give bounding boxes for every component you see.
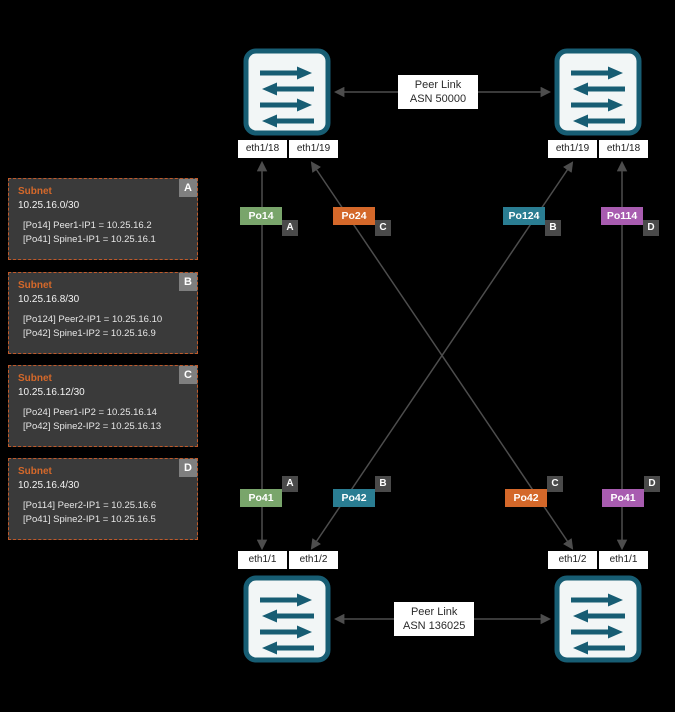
link-badge: A (282, 220, 298, 236)
subnet-title: Subnet (18, 373, 52, 384)
po-label: Po42 (505, 489, 547, 507)
eth-label: eth1/2 (289, 551, 338, 569)
eth-label: eth1/19 (548, 140, 597, 158)
switch-icon-peer1 (243, 48, 331, 136)
peer-link-label-bottom: Peer Link ASN 136025 (394, 602, 475, 636)
link-badge: C (375, 220, 391, 236)
po-label: Po124 (503, 207, 545, 225)
peer-link-title: Peer Link (410, 606, 458, 618)
eth-label: eth1/1 (599, 551, 648, 569)
subnet-entry: [Po114] Peer2-IP1 = 10.25.16.6 (23, 500, 157, 511)
subnet-title: Subnet (18, 186, 52, 197)
subnet-title: Subnet (18, 466, 52, 477)
subnet-cidr: 10.25.16.0/30 (18, 200, 80, 211)
subnet-entry: [Po24] Peer1-IP2 = 10.25.16.14 (23, 407, 157, 418)
link-badge: B (545, 220, 561, 236)
interface-labels-peer1: eth1/18 eth1/19 (238, 140, 338, 158)
switch-icon-peer2 (554, 48, 642, 136)
port-channel-po114: Po114 D (601, 206, 659, 236)
eth-label: eth1/19 (289, 140, 338, 158)
subnet-entry: [Po42] Spine2-IP2 = 10.25.16.13 (23, 421, 162, 432)
subnet-card-d: D Subnet 10.25.16.4/30 [Po114] Peer2-IP1… (8, 458, 198, 540)
port-channel-po124: Po124 B (503, 206, 561, 236)
subnet-badge: C (179, 366, 197, 384)
subnet-entry: [Po41] Spine1-IP1 = 10.25.16.1 (23, 234, 156, 245)
peer-link-title: Peer Link (414, 79, 462, 91)
interface-labels-spine1: eth1/1 eth1/2 (238, 551, 338, 569)
eth-label: eth1/1 (238, 551, 287, 569)
link-badge: C (547, 476, 563, 492)
po-label: Po114 (601, 207, 643, 225)
subnet-cidr: 10.25.16.4/30 (18, 480, 80, 491)
po-label: Po42 (333, 489, 375, 507)
peer-link-asn: ASN 136025 (403, 620, 466, 632)
port-channel-po41-spine1: Po41 A (240, 476, 298, 507)
port-channel-po42-spine2: Po42 C (505, 476, 563, 507)
po-label: Po41 (602, 489, 644, 507)
link-badge: A (282, 476, 298, 492)
switch-icon-spine2 (554, 575, 642, 663)
subnet-card-b: B Subnet 10.25.16.8/30 [Po124] Peer2-IP1… (8, 272, 198, 354)
switch-icon-spine1 (243, 575, 331, 663)
peer-link-asn: ASN 50000 (409, 93, 467, 105)
interface-labels-spine2: eth1/2 eth1/1 (548, 551, 648, 569)
subnet-cidr: 10.25.16.8/30 (18, 294, 80, 305)
subnet-badge: B (179, 273, 197, 291)
subnet-card-a: A Subnet 10.25.16.0/30 [Po14] Peer1-IP1 … (8, 178, 198, 260)
subnet-badge: D (179, 459, 197, 477)
link-badge: D (643, 220, 659, 236)
port-channel-po41-spine2: Po41 D (602, 476, 660, 507)
po-label: Po14 (240, 207, 282, 225)
subnet-entry: [Po14] Peer1-IP1 = 10.25.16.2 (23, 220, 152, 231)
subnet-card-c: C Subnet 10.25.16.12/30 [Po24] Peer1-IP2… (8, 365, 198, 447)
subnet-cidr: 10.25.16.12/30 (18, 387, 85, 398)
peer-link-label-top: Peer Link ASN 50000 (398, 75, 478, 109)
link-badge: D (644, 476, 660, 492)
port-channel-po42-spine1: Po42 B (333, 476, 391, 507)
subnet-entry: [Po41] Spine2-IP1 = 10.25.16.5 (23, 514, 156, 525)
eth-label: eth1/2 (548, 551, 597, 569)
po-label: Po41 (240, 489, 282, 507)
subnet-entry: [Po124] Peer2-IP1 = 10.25.16.10 (23, 314, 163, 325)
eth-label: eth1/18 (599, 140, 648, 158)
port-channel-po14: Po14 A (240, 206, 298, 236)
port-channel-po24: Po24 C (333, 206, 391, 236)
interface-labels-peer2: eth1/19 eth1/18 (548, 140, 648, 158)
subnet-badge: A (179, 179, 197, 197)
eth-label: eth1/18 (238, 140, 287, 158)
subnet-entry: [Po42] Spine1-IP2 = 10.25.16.9 (23, 328, 156, 339)
subnet-title: Subnet (18, 280, 52, 291)
link-badge: B (375, 476, 391, 492)
po-label: Po24 (333, 207, 375, 225)
